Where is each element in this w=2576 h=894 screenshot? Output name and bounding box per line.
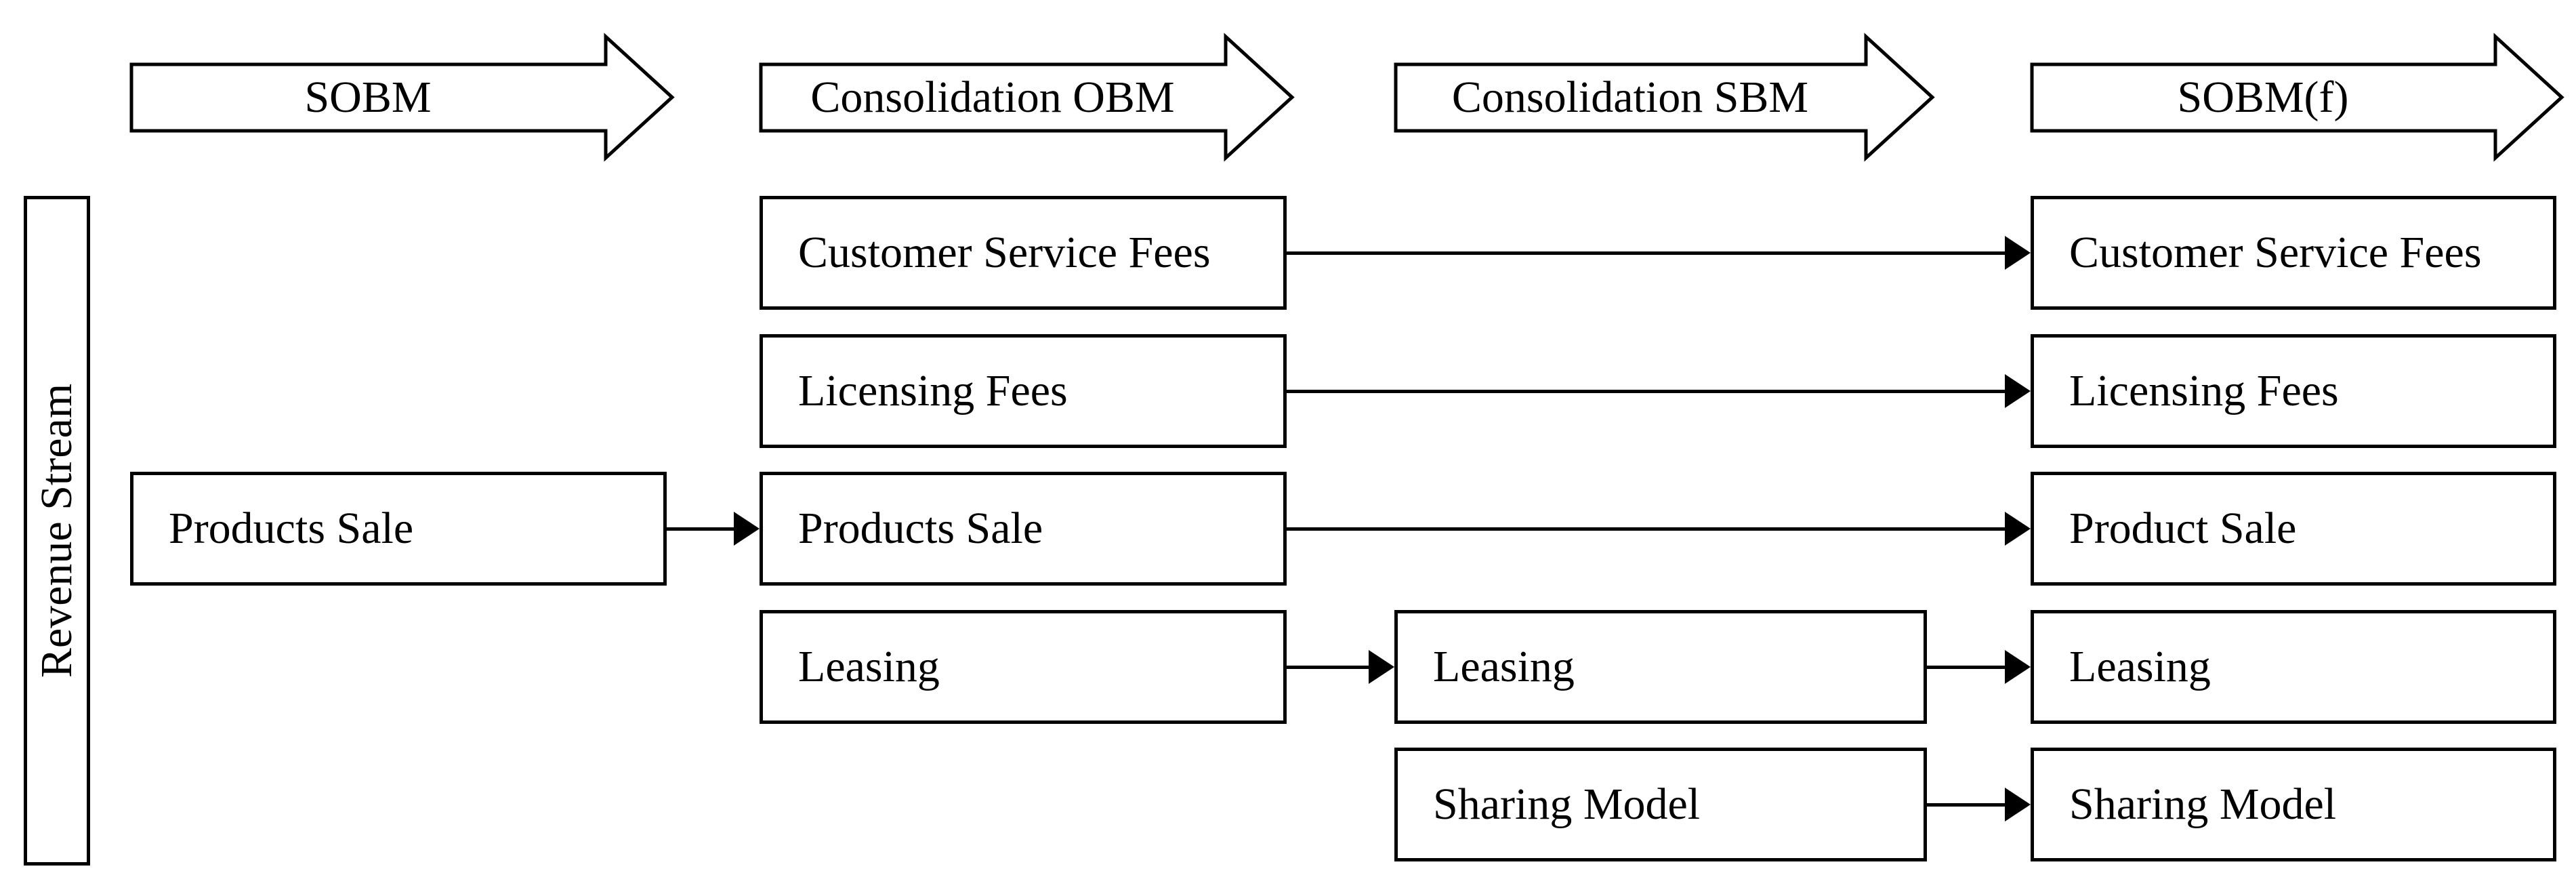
box-sobm-f-leasing: Leasing [2031,610,2556,724]
box-label: Licensing Fees [798,366,1068,415]
connector-line [1287,389,2008,393]
stage-arrow-label-sobm: SOBM [304,73,431,122]
connector-arrowhead-icon [2005,512,2031,546]
stage-arrow-consolidation-obm: Consolidation OBM [759,33,1295,162]
stage-arrow-shape [1394,33,1935,162]
stage-arrow-label-consolidation-obm: Consolidation OBM [810,73,1174,122]
revenue-stream-label: Revenue Stream [32,383,82,678]
connector-arrowhead-icon [2005,650,2031,684]
box-consolidation-obm-products-sale: Products Sale [760,472,1287,586]
box-label: Sharing Model [2069,779,2337,829]
box-label: Licensing Fees [2069,366,2339,415]
connector-line [667,527,736,531]
box-label: Product Sale [2069,504,2297,553]
connector-arrowhead-icon [734,512,760,546]
box-label: Customer Service Fees [2069,228,2482,277]
box-label: Products Sale [798,504,1043,553]
stage-arrow-sobm-f: SOBM(f) [2030,33,2564,162]
stage-arrow-label-sobm-f: SOBM(f) [2177,73,2348,122]
box-sobm-f-licensing-fees: Licensing Fees [2031,334,2556,448]
connector-arrowhead-icon [2005,374,2031,408]
connector-arrowhead-icon [1369,650,1394,684]
box-label: Sharing Model [1433,779,1701,829]
box-sobm-f-sharing-model: Sharing Model [2031,748,2556,861]
box-consolidation-obm-leasing: Leasing [760,610,1287,724]
box-label: Leasing [1433,642,1575,691]
connector-line [1927,665,2008,669]
stage-arrow-shape [129,33,675,162]
box-consolidation-sbm-sharing-model: Sharing Model [1394,748,1927,861]
connector-line [1927,802,2008,807]
stage-arrow-label-consolidation-sbm: Consolidation SBM [1452,73,1808,122]
stage-arrow-shape [2030,33,2564,162]
connector-line [1287,665,1371,669]
box-consolidation-sbm-leasing: Leasing [1394,610,1927,724]
box-sobm-f-customer-service-fees: Customer Service Fees [2031,196,2556,310]
box-label: Leasing [798,642,940,691]
connector-arrowhead-icon [2005,788,2031,821]
connector-line [1287,527,2008,531]
connector-line [1287,251,2008,255]
box-sobm-f-product-sale: Product Sale [2031,472,2556,586]
box-label: Leasing [2069,642,2211,691]
box-consolidation-obm-licensing-fees: Licensing Fees [760,334,1287,448]
stage-arrow-consolidation-sbm: Consolidation SBM [1394,33,1935,162]
stage-arrow-shape [759,33,1295,162]
box-label: Customer Service Fees [798,228,1211,277]
connector-arrowhead-icon [2005,236,2031,270]
revenue-stream-box: Revenue Stream [24,196,90,866]
stage-arrow-sobm: SOBM [129,33,675,162]
box-consolidation-obm-customer-service-fees: Customer Service Fees [760,196,1287,310]
box-sobm-products-sale: Products Sale [130,472,667,586]
box-label: Products Sale [169,504,414,553]
